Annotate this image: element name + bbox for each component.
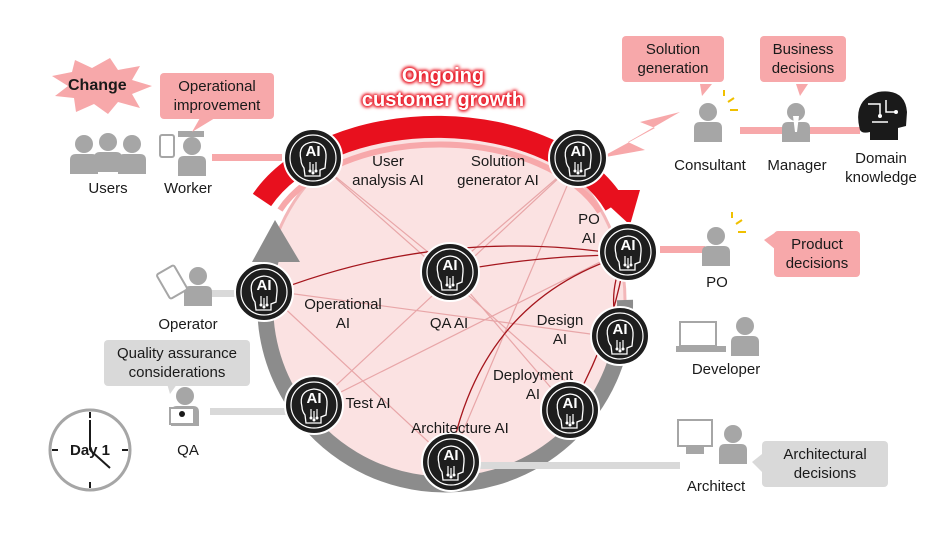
qa-label: QA [177, 442, 199, 459]
operational-improvement-callout: Operational improvement [160, 73, 274, 119]
qa-link [210, 408, 290, 415]
qa-ai-icon [420, 242, 480, 302]
domain-knowledge-icon [858, 91, 907, 140]
architect-link [480, 462, 680, 469]
grey-arrow-head [252, 220, 300, 262]
callout-tail [700, 84, 712, 96]
callout-tail [192, 118, 215, 132]
operator-label: Operator [158, 316, 218, 333]
user-analysis-ai-icon [283, 128, 343, 188]
design-ai-icon [590, 306, 650, 366]
operator-icon [156, 264, 212, 306]
users-icon [70, 133, 146, 174]
developer-label: Developer [691, 361, 761, 378]
po-ai-label: PO AI [578, 211, 600, 247]
architecture-ai-icon [421, 432, 481, 492]
clock-icon [48, 408, 132, 492]
architectural-decisions-callout: Architectural decisions [762, 441, 888, 487]
operator-link [210, 290, 240, 297]
deployment-ai-label: Deployment AI [492, 367, 574, 403]
change-label: Change [68, 77, 127, 94]
architecture-ai-label: Architecture AI [411, 420, 509, 437]
worker-icon [159, 131, 206, 176]
grey-cycle-arc [257, 252, 634, 493]
user-analysis-ai-label: User analysis AI [352, 153, 424, 189]
qa-ai-label: QA AI [429, 315, 469, 332]
manager-icon [782, 103, 810, 142]
po-link [660, 246, 705, 253]
po-label: PO [706, 274, 728, 291]
solution-generator-ai-icon [548, 128, 608, 188]
operational-ai-icon [234, 262, 294, 322]
design-ai-label: Design AI [536, 312, 584, 348]
developer-icon [676, 317, 759, 356]
product-decisions-callout: Product decisions [774, 231, 860, 277]
consultant-label: Consultant [674, 157, 746, 174]
change-burst [52, 58, 152, 114]
worker-label: Worker [163, 180, 213, 197]
quality-assurance-callout: Quality assurance considerations [104, 340, 250, 386]
callout-tail [764, 232, 776, 250]
solution-generator-ai-label: Solution generator AI [457, 153, 539, 189]
test-ai-icon [284, 375, 344, 435]
solution-generation-callout: Solution generation [622, 36, 724, 82]
users-label: Users [88, 180, 128, 197]
manager-label: Manager [767, 157, 827, 174]
architect-icon [677, 419, 747, 464]
domain-knowledge-label: Domain knowledge [845, 150, 917, 186]
worker-link [212, 154, 282, 161]
callout-tail [796, 84, 808, 96]
callout-tail [752, 454, 762, 472]
business-decisions-callout: Business decisions [760, 36, 846, 82]
consultant-icon [694, 90, 738, 142]
architect-label: Architect [686, 478, 746, 495]
po-person-icon [702, 212, 746, 266]
operational-ai-label: Operational AI [304, 296, 382, 332]
diagram-title: Ongoing customer growth [361, 65, 525, 111]
po-ai-icon [598, 222, 658, 282]
day-label: Day 1 [70, 442, 111, 459]
qa-person-icon [169, 387, 199, 426]
test-ai-label: Test AI [345, 395, 391, 412]
lightning-link [600, 112, 680, 158]
red-arrow-head [592, 190, 640, 225]
